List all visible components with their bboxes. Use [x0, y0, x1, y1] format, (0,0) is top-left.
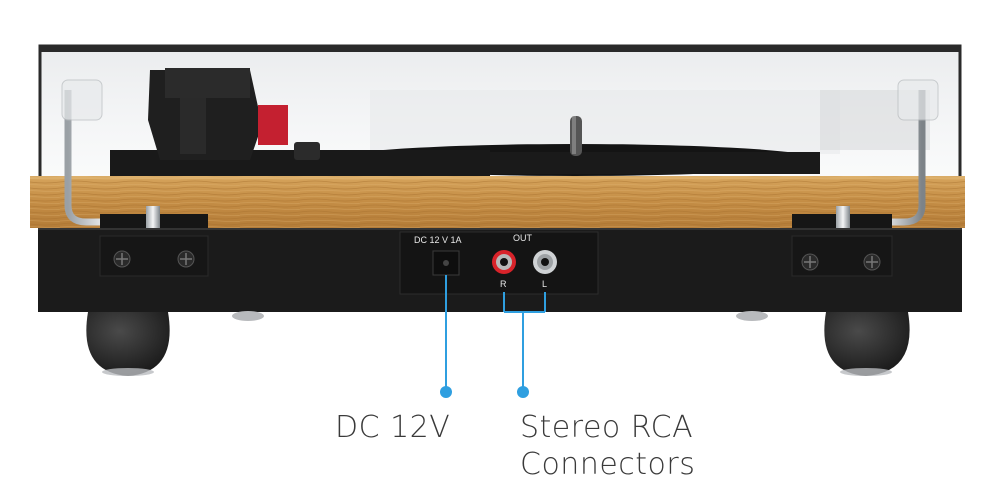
right-channel-label: R	[500, 279, 507, 289]
tonearm-assembly	[110, 68, 490, 176]
right-screw-plate	[791, 235, 893, 277]
right-foot	[824, 312, 910, 376]
rca-jack-right	[492, 250, 516, 274]
dc-callout-label: DC 12V	[335, 410, 451, 445]
left-screw-plate	[99, 235, 209, 277]
dc-callout-line	[440, 275, 452, 398]
rear-feet	[232, 311, 768, 321]
rca-callout-line2: Connectors	[520, 447, 696, 482]
left-channel-label: L	[542, 279, 547, 289]
rca-jack-left	[533, 250, 557, 274]
power-input-label: DC 12 V 1A	[414, 235, 462, 245]
rca-callout-line	[503, 292, 546, 398]
dc-power-jack	[432, 250, 460, 276]
left-foot	[86, 312, 170, 376]
rca-callout-line1: Stereo RCA	[520, 410, 694, 445]
out-label: OUT	[513, 233, 533, 243]
rca-callout-label: Stereo RCA Connectors	[520, 409, 695, 483]
